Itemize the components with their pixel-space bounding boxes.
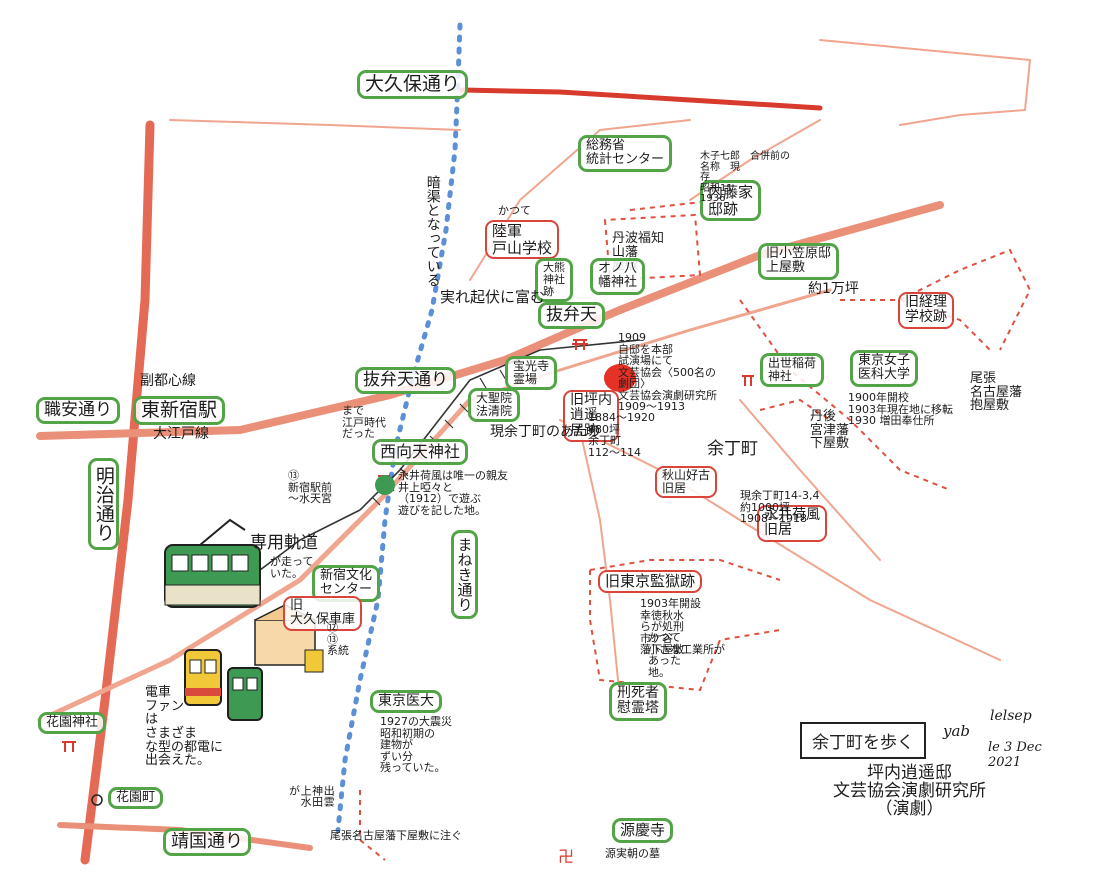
map-subtitle: 坪内逍遥邸 文芸協会演劇研究所 （演劇）	[833, 763, 986, 819]
road-label-maneki: まねき通り	[451, 530, 478, 619]
note-kifuku: 実れ起伏に富む	[440, 288, 546, 306]
place-rikugun: 陸軍 戸山学校	[485, 220, 560, 259]
note-kangoku: 1903年開設 幸徳秋水 らが処刑 市ケ谷 藩下屋敷	[640, 597, 701, 657]
place-tokyo-idai: 東京医大	[370, 690, 442, 714]
note-edo-jidai: まで 江戸時代 だった	[342, 404, 386, 441]
place-bunka: 新宿文化 センター	[312, 565, 381, 602]
place-tango: 丹後 宮津藩 下屋敷	[810, 409, 850, 452]
map-date: le 3 Dec 2021	[988, 740, 1042, 770]
streetcar-green-small	[227, 667, 263, 721]
note-kanda: 出雲 神田 上水 が	[287, 785, 336, 807]
note-ogasawara: 約1万坪	[808, 281, 859, 297]
river-ankyo-line	[335, 22, 463, 833]
road-label-benten: 抜弁天通り	[355, 367, 456, 394]
bungei-marker	[604, 364, 636, 392]
place-nishimuki: 西向天神社	[372, 439, 469, 465]
place-hanazono-cho: 花園町	[108, 787, 164, 810]
road-okubo-red	[459, 87, 823, 111]
place-nagai: 永井荷風 旧居	[757, 505, 827, 542]
note-keitou: ⑫ ⑬ 系統	[327, 621, 349, 658]
line-fukutoshin: 副都心線	[140, 373, 196, 389]
label-yochomachi: 余丁町	[707, 439, 758, 459]
note-kangoku-2: かつて 小さな工業所が あった 地。	[648, 631, 725, 679]
road-label-meiji: 明治通り	[88, 458, 119, 550]
note-tokyo-idai: 1927の大震災 昭和初期の 建物が ずい分 残っていた。	[380, 715, 452, 775]
place-hanazono-jinja: 花園神社	[38, 712, 107, 735]
place-okubo-shako: 旧 大久保車庫	[283, 596, 363, 631]
hanazono-dot	[91, 794, 103, 806]
note-ankyo: 暗渠となっている	[424, 175, 441, 287]
note-shinjuku-line: ⑬ 新宿駅前 〜水天宮	[288, 469, 332, 506]
place-shusse: 出世稲荷 神社	[760, 353, 825, 388]
note-genkei: 源実朝の墓	[605, 847, 660, 860]
note-naito: 木子七郎 合併前の 名称 現 存 昭和11 1936	[700, 151, 790, 204]
place-tsubouchi: 旧坪内 逍遥 居跡	[563, 390, 619, 443]
place-akiyama: 秋山好古 旧居	[655, 466, 718, 499]
line-oedo: 大江戸線	[153, 426, 209, 442]
place-daishoin: 大聖院 法清院	[468, 388, 521, 423]
label-gen-yochomachi: 現余丁町のあたり	[490, 424, 602, 440]
note-rikugun: かつて	[498, 204, 531, 217]
author-signature: yab	[943, 722, 971, 740]
place-kangoku: 旧東京監獄跡	[598, 570, 703, 593]
note-nagai-left: 永井荷風は唯一の親友 井上啞々と （1912）で遊ぶ 遊びを記した地。	[398, 469, 508, 517]
note-tokyojoshi: 1900年開校 1903年現在地に移転 1930 増田奉仕所	[848, 391, 953, 428]
note-senyo: が走って いた。	[270, 555, 314, 580]
note-kanda-2: 尾張名古屋藩下屋敷に注ぐ	[330, 829, 462, 842]
streetcar-green	[164, 518, 261, 608]
manji-genkei: 卍	[558, 847, 574, 866]
place-benten: 抜弁天	[538, 302, 605, 329]
road-meiji	[80, 120, 155, 865]
note-bungei: 1909 自邸を本部 試演場にて 文芸協会〈500名の 劇団〉 文芸協会演劇研究…	[618, 331, 717, 414]
nishimuki-marker	[375, 475, 395, 495]
station-higashi-shinjuku: 東新宿駅	[133, 396, 226, 425]
map-title: 余丁町を歩く	[800, 722, 926, 759]
road-label-okubo: 大久保通り	[357, 70, 469, 99]
place-genkei: 源慶寺	[612, 818, 674, 843]
place-keiri: 旧経理 学校跡	[898, 292, 954, 329]
place-soumu: 総務省 統計センター	[578, 135, 673, 172]
place-keishi: 刑死者 慰霊塔	[609, 682, 667, 721]
place-hachiman: オノ八 幡神社	[590, 258, 646, 295]
note-densha: 電車 ファン は さまざま な型の都電に 出会えた。	[145, 685, 224, 769]
streetcar-yellow	[184, 649, 222, 706]
road-label-shokuan: 職安通り	[36, 397, 120, 424]
note-tsubouchi: 1884〜1920 680坪 余丁町 112〜114	[588, 411, 655, 459]
note-nagai: 現余丁町14-3,4 約1000坪 1908〜1918	[740, 489, 820, 526]
place-naito: 内藤家 邸跡	[700, 180, 762, 221]
author-sign-2: lelsep	[990, 708, 1032, 724]
place-tokyojoshi: 東京女子 医科大学	[850, 350, 919, 387]
place-owari: 尾張 名古屋藩 抱屋敷	[970, 371, 1023, 414]
label-senyo: 専用軌道	[250, 533, 318, 553]
road-label-yasukuni: 靖国通り	[163, 828, 251, 856]
place-houkouji: 宝光寺 霊場	[505, 356, 558, 391]
place-ogasawara: 旧小笠原邸 上屋敷	[758, 243, 840, 280]
place-okuma: 大熊 神社 跡	[535, 258, 573, 303]
